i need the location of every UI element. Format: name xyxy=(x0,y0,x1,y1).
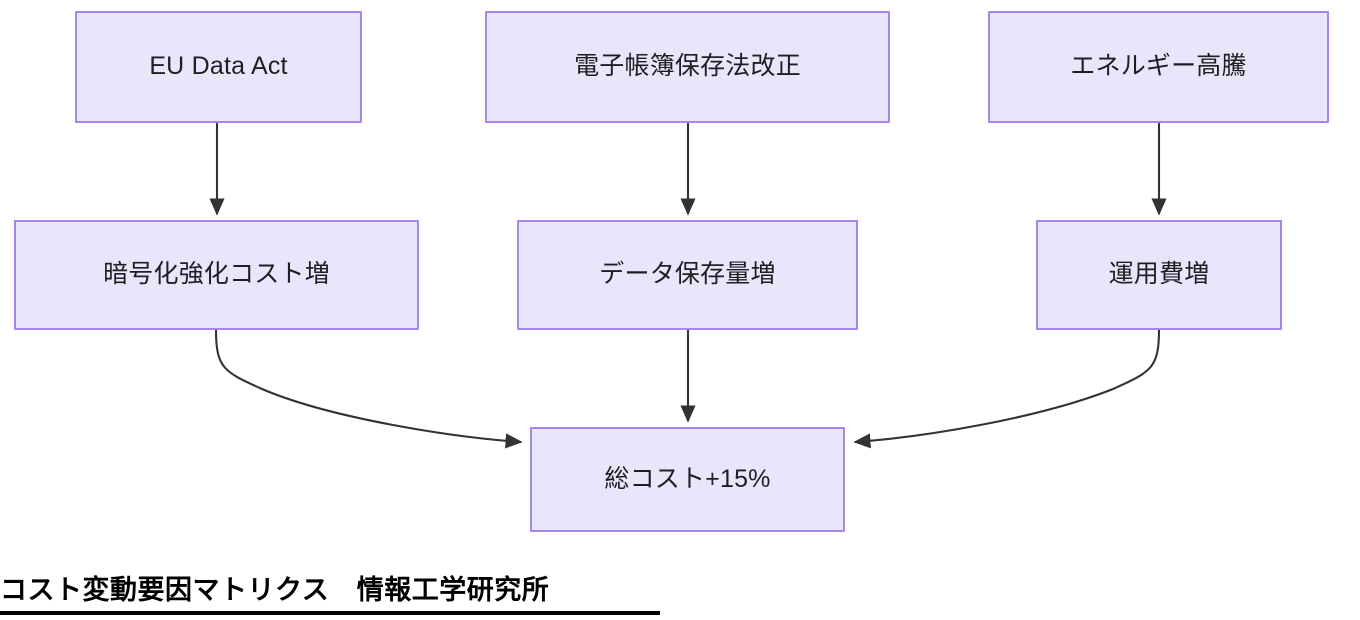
diagram-caption: コスト変動要因マトリクス 情報工学研究所 xyxy=(0,568,660,615)
node-label: 電子帳簿保存法改正 xyxy=(574,52,801,81)
node-label: 暗号化強化コスト増 xyxy=(103,260,330,289)
node-denshi-chobo-hozonho-kaisei[interactable]: 電子帳簿保存法改正 xyxy=(485,11,890,123)
node-energy-price-surge[interactable]: エネルギー高騰 xyxy=(988,11,1329,123)
node-label: エネルギー高騰 xyxy=(1070,52,1247,81)
node-label: データ保存量増 xyxy=(599,260,776,289)
node-encryption-cost-increase[interactable]: 暗号化強化コスト増 xyxy=(14,220,419,330)
node-operation-cost-increase[interactable]: 運用費増 xyxy=(1036,220,1282,330)
node-eu-data-act[interactable]: EU Data Act xyxy=(75,11,362,123)
node-label: EU Data Act xyxy=(149,52,288,81)
node-label: 運用費増 xyxy=(1108,260,1210,289)
node-total-cost-plus-15-percent[interactable]: 総コスト+15% xyxy=(530,427,845,532)
edge-operation-cost-to-total-cost xyxy=(853,329,1161,449)
node-label: 総コスト+15% xyxy=(604,464,771,493)
node-data-volume-increase[interactable]: データ保存量増 xyxy=(517,220,858,330)
edge-encryption-cost-to-total-cost xyxy=(214,329,523,449)
